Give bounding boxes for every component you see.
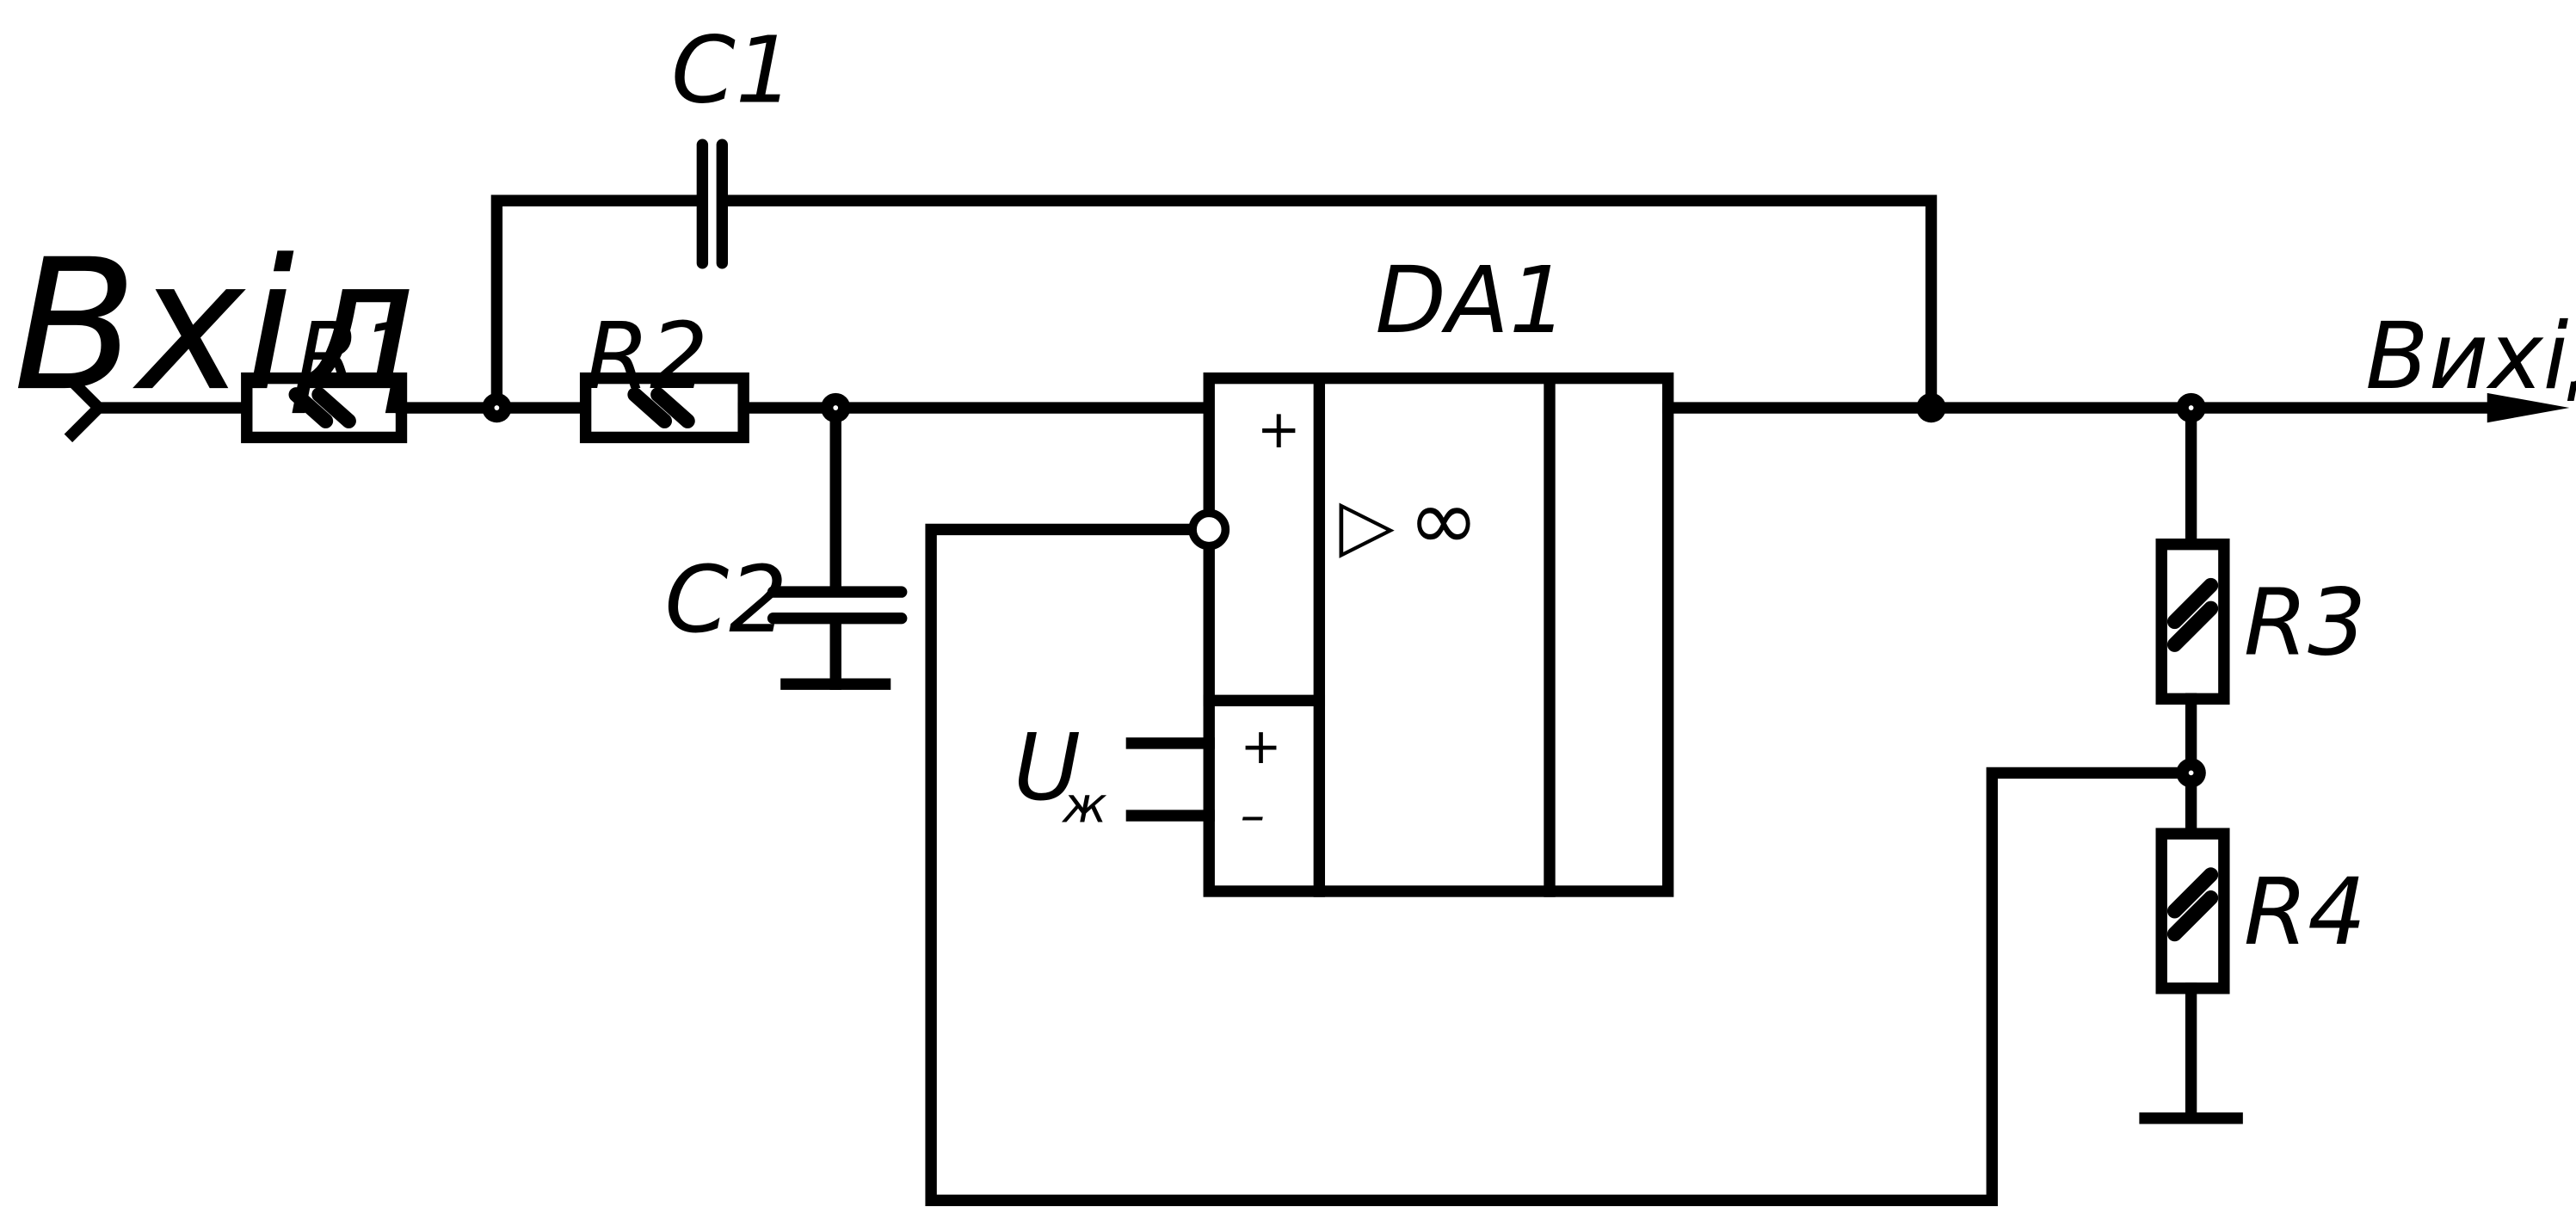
label-supply-u: U [1014,715,1081,822]
node-a [482,392,512,423]
capacitor-c2 [767,402,908,690]
capacitor-c1-branch [490,139,1938,414]
noninverting-sign: + [1257,399,1301,460]
wire-feedback-loop [925,523,2197,1207]
label-c1: C1 [671,18,794,125]
supply-plus-sign: + [1241,717,1282,775]
inverting-input-circle [1188,508,1230,551]
node-e [2176,758,2206,788]
node-c [1916,392,1946,423]
label-output: Вихід [2365,304,2576,410]
supply-pins [1125,737,1215,822]
amplifier-symbol: ▷ [1339,482,1395,566]
output-arrow [2487,392,2570,423]
label-r1: R1 [296,304,419,410]
label-da1: DA1 [1375,248,1568,354]
label-r4: R4 [2244,859,2367,966]
label-r2: R2 [586,304,709,410]
node-d [2176,392,2206,423]
opamp-da1 [1203,372,1674,897]
infinity-symbol: ∞ [1408,471,1480,570]
resistor-r3 [2155,538,2230,705]
input-terminal [64,373,253,443]
label-supply-sub: ж [1061,777,1107,834]
label-r3: R3 [2244,570,2367,677]
label-input: Вхід [13,220,420,431]
supply-minus-sign: – [1241,786,1266,844]
resistor-r4 [2155,828,2230,995]
label-c2: C2 [664,547,787,654]
node-b [821,392,851,423]
